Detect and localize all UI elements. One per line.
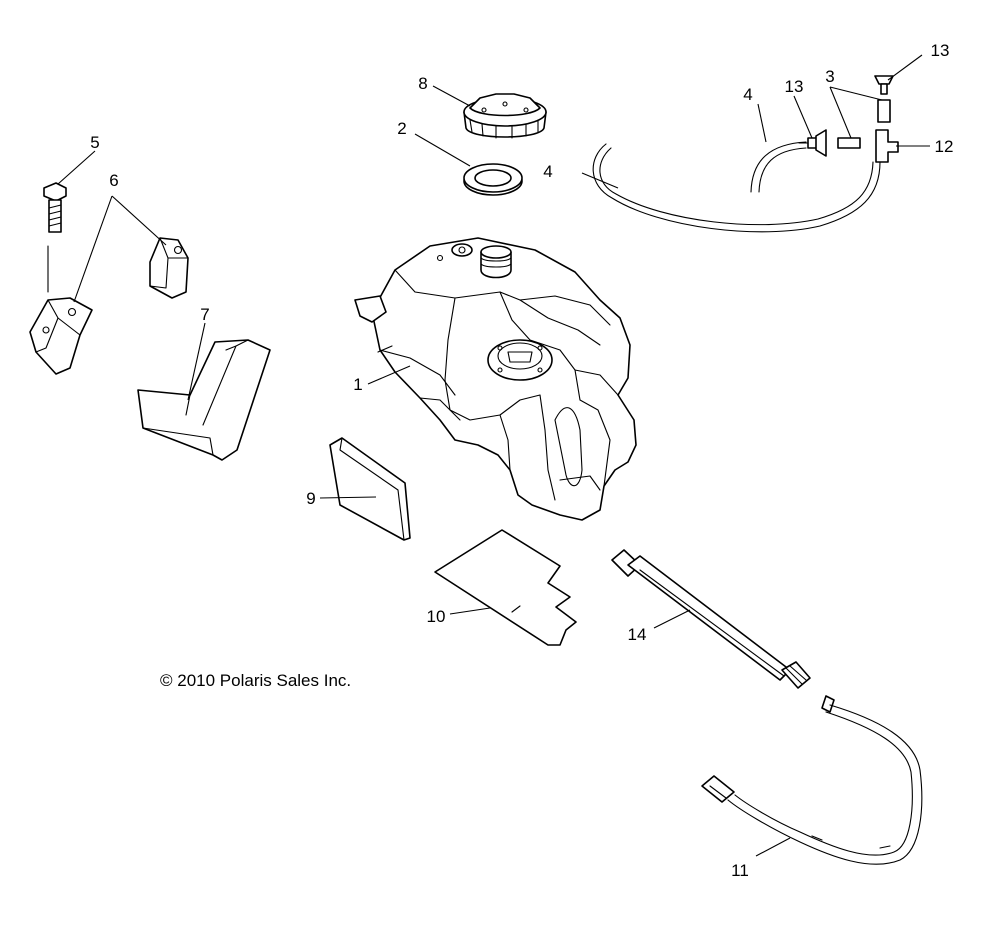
cap-gasket-part (463, 163, 523, 196)
callout-10: 10 (427, 607, 446, 626)
leader-lines (57, 54, 930, 857)
bracket-left-part (29, 297, 93, 375)
fuel-cap-part (463, 93, 547, 139)
callout-13-left: 13 (785, 77, 804, 96)
callout-2: 2 (397, 119, 406, 138)
vent-valve-part (875, 129, 899, 163)
vent-tee-fitting-part (837, 99, 891, 149)
callout-4-left: 4 (743, 85, 752, 104)
callout-11: 11 (731, 861, 749, 880)
callout-14: 14 (628, 625, 647, 644)
callout-12: 12 (935, 137, 954, 156)
hose-assembly-part (611, 549, 811, 689)
callout-9: 9 (306, 489, 315, 508)
callout-8: 8 (418, 74, 427, 93)
callout-1: 1 (353, 375, 362, 394)
check-valve-left-part (798, 129, 827, 157)
callout-4-main: 4 (543, 162, 552, 181)
vent-hoses-part (592, 141, 881, 233)
pad-large-part (434, 529, 577, 646)
foam-strip-part (137, 339, 271, 461)
callout-5: 5 (90, 133, 99, 152)
callout-7: 7 (200, 305, 209, 324)
callout-3: 3 (825, 67, 834, 86)
bracket-right-part (149, 237, 189, 299)
pad-small-part (329, 437, 411, 541)
check-valve-top-part (874, 75, 894, 95)
copyright-notice: © 2010 Polaris Sales Inc. (160, 671, 351, 690)
callout-labels: 5 6 7 1 9 10 8 2 4 4 13 3 13 12 14 11 (90, 41, 953, 880)
fuel-line-part (701, 695, 923, 865)
bolt-part (43, 182, 67, 293)
fuel-tank-part (354, 237, 637, 521)
callout-13-top: 13 (931, 41, 950, 60)
callout-6: 6 (109, 171, 118, 190)
